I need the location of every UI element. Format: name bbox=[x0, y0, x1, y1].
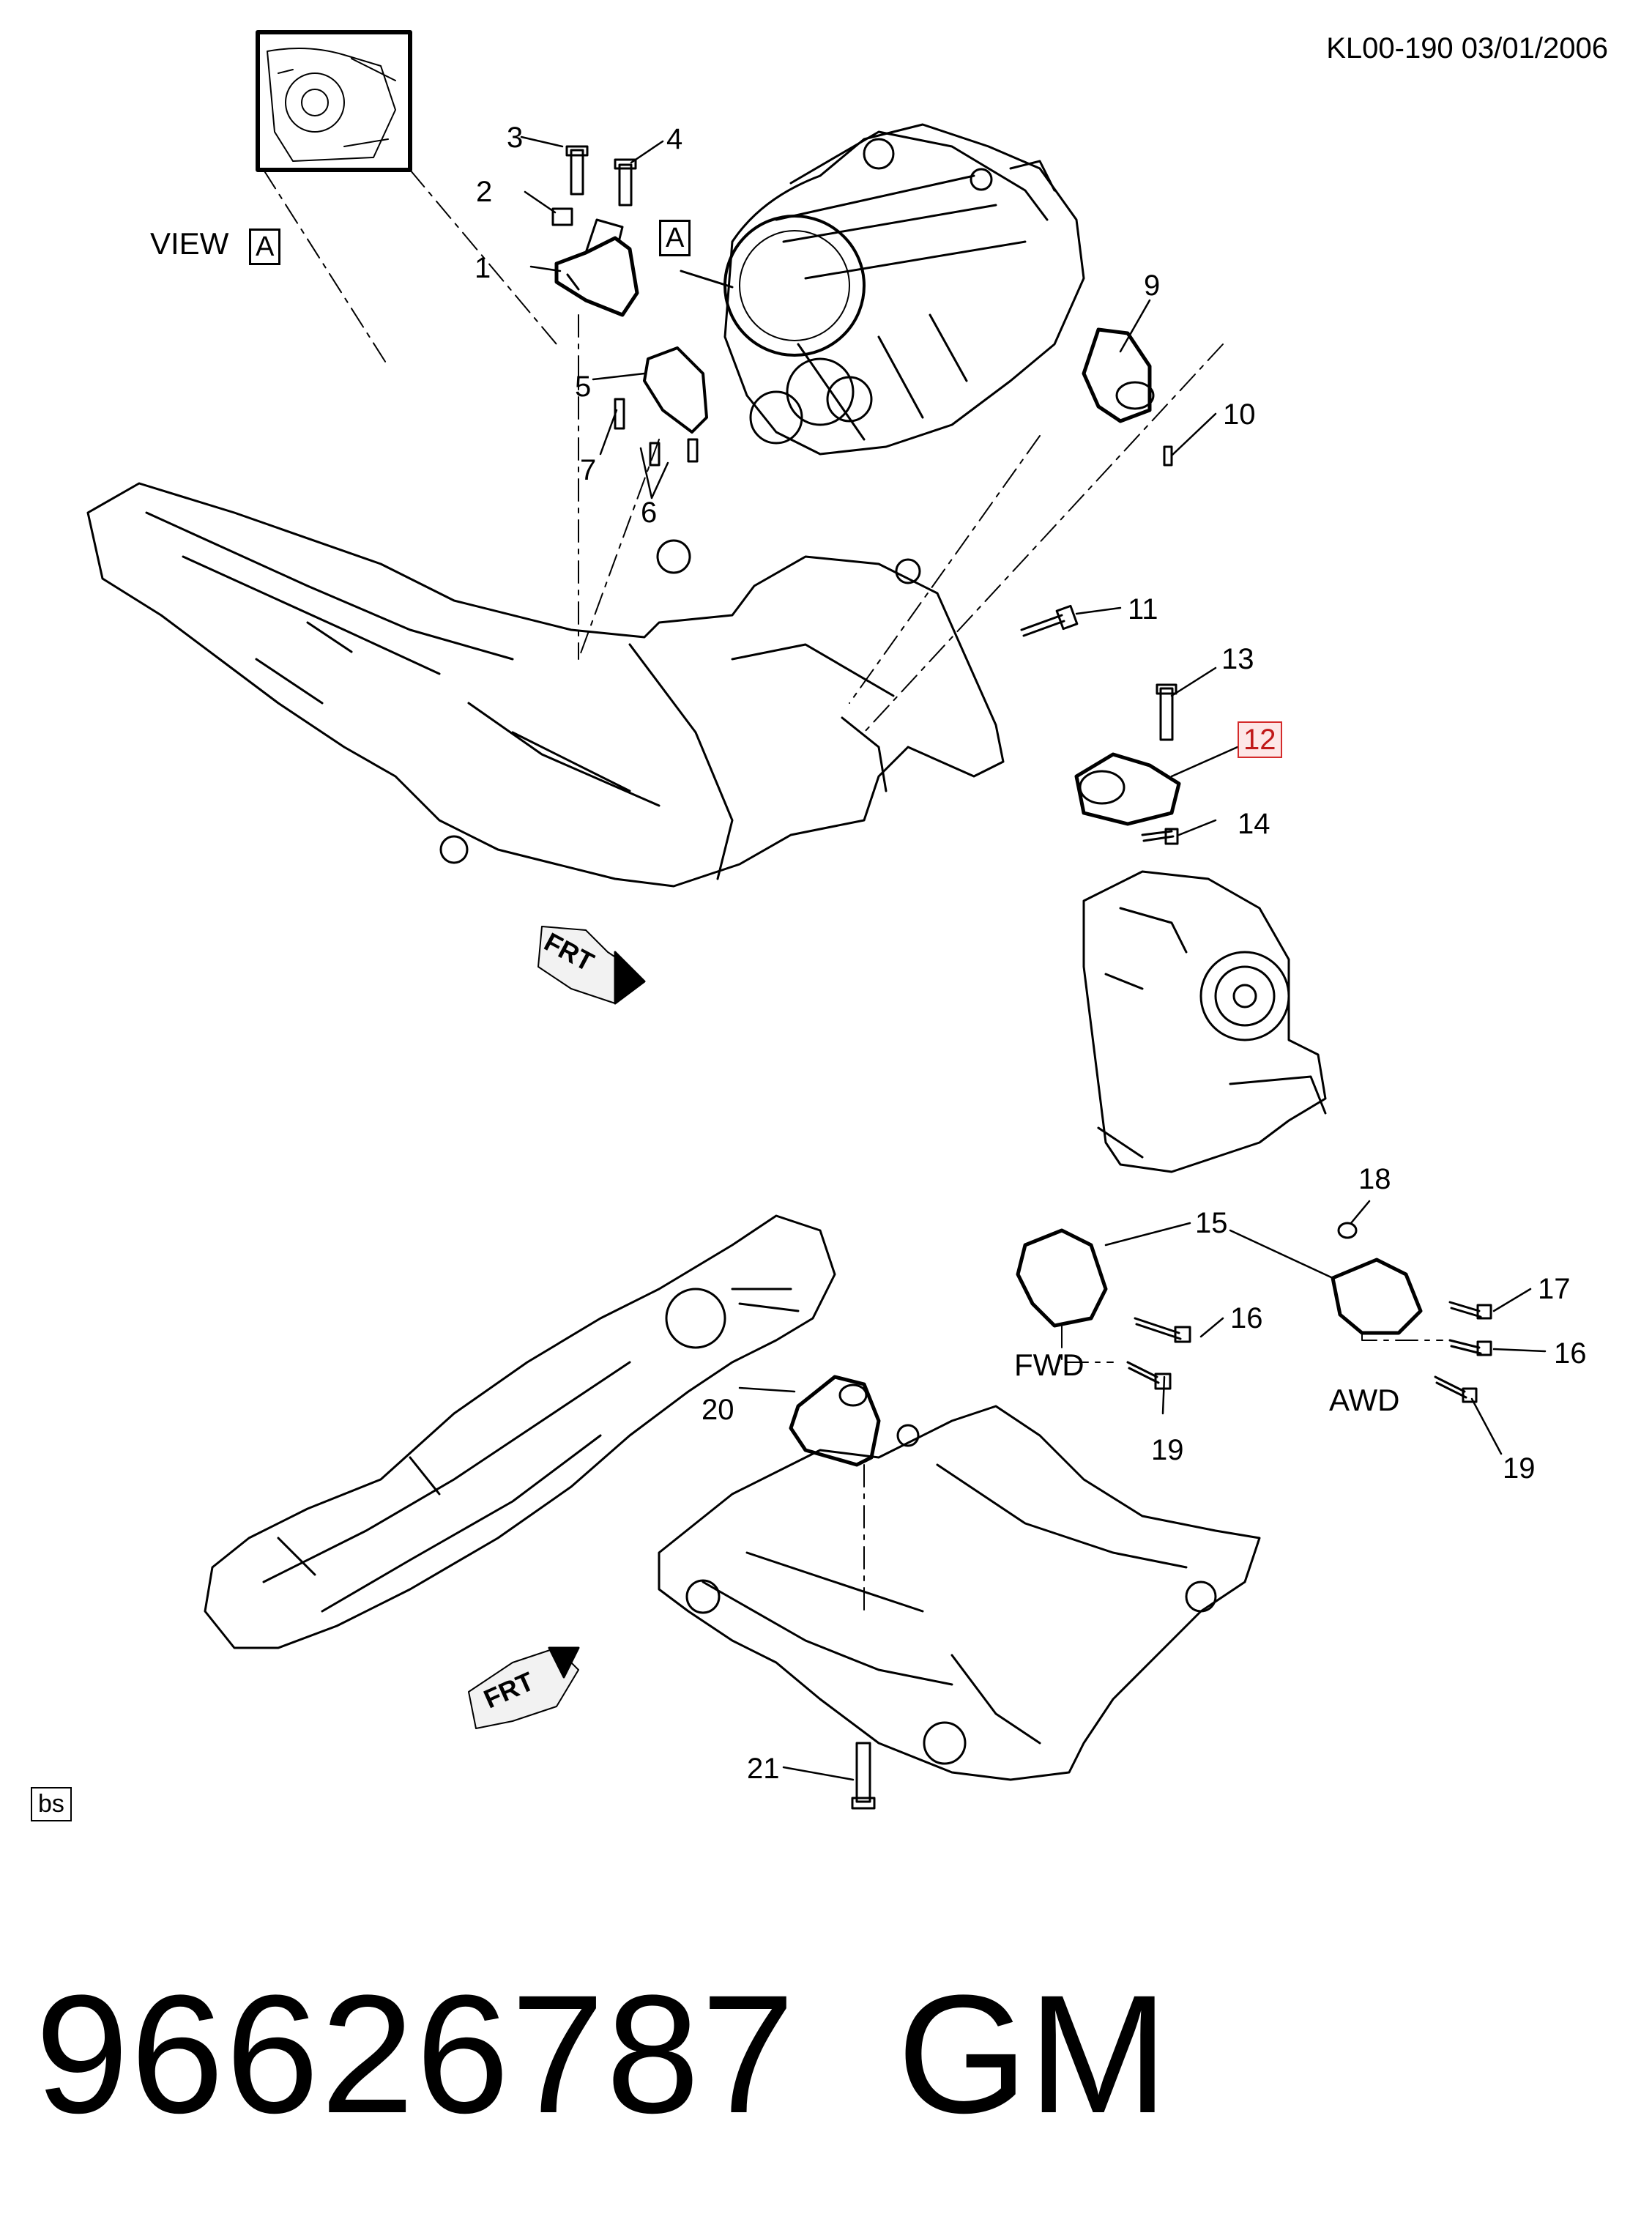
view-a-inset bbox=[256, 30, 412, 172]
bolt-11 bbox=[1020, 604, 1079, 637]
lower-subframe bbox=[658, 1405, 1261, 1781]
callout-20: 20 bbox=[702, 1394, 734, 1426]
callout-7: 7 bbox=[580, 454, 597, 486]
mount-1-bracket bbox=[551, 145, 639, 317]
callout-18: 18 bbox=[1358, 1163, 1391, 1195]
engine-ref-box: A bbox=[659, 220, 691, 256]
awd-label: AWD bbox=[1329, 1383, 1400, 1417]
lower-frame bbox=[204, 1214, 836, 1649]
view-a-ref-box: A bbox=[249, 229, 281, 265]
upper-frame bbox=[86, 482, 1005, 888]
document-id: KL00-190 03/01/2006 bbox=[1326, 32, 1608, 64]
frt-arrow-top bbox=[537, 926, 646, 1005]
mount-9-right-side bbox=[1082, 327, 1173, 467]
callout-3: 3 bbox=[507, 122, 524, 154]
callout-21: 21 bbox=[747, 1753, 780, 1785]
mount-15-fwd bbox=[1016, 1228, 1191, 1390]
callout-2: 2 bbox=[476, 176, 493, 208]
brand-name: GM bbox=[897, 1960, 1169, 2148]
callout-17: 17 bbox=[1538, 1273, 1571, 1305]
view-a-text: VIEW bbox=[150, 226, 229, 261]
callout-15: 15 bbox=[1195, 1207, 1228, 1239]
callout-4: 4 bbox=[666, 123, 683, 155]
callout-11: 11 bbox=[1128, 593, 1158, 625]
callout-12-highlighted[interactable]: 12 bbox=[1238, 721, 1282, 758]
callout-16-fwd: 16 bbox=[1230, 1302, 1263, 1334]
mount-20-front bbox=[789, 1375, 881, 1612]
callout-13: 13 bbox=[1221, 643, 1254, 675]
callout-19-fwd: 19 bbox=[1151, 1434, 1184, 1466]
callout-16-awd: 16 bbox=[1554, 1337, 1587, 1370]
bolt-21 bbox=[851, 1742, 876, 1810]
callout-19-awd: 19 bbox=[1503, 1452, 1536, 1485]
callout-5: 5 bbox=[575, 371, 592, 403]
bs-tag: bs bbox=[31, 1787, 72, 1821]
mount-15-awd bbox=[1331, 1222, 1492, 1403]
engine-assembly bbox=[723, 123, 1085, 456]
part-number: 96626787 bbox=[35, 1960, 797, 2148]
leader-lines bbox=[520, 135, 1547, 1781]
frt-arrow-bottom bbox=[468, 1646, 580, 1729]
callout-9: 9 bbox=[1144, 270, 1161, 302]
mount-12-transmission bbox=[1074, 683, 1181, 845]
callout-1: 1 bbox=[475, 252, 491, 284]
fwd-label: FWD bbox=[1014, 1348, 1084, 1382]
callout-14: 14 bbox=[1238, 808, 1270, 840]
callout-10: 10 bbox=[1223, 398, 1256, 431]
callout-6: 6 bbox=[641, 497, 658, 529]
view-a-label: VIEW bbox=[150, 229, 228, 259]
transmission-assembly bbox=[1082, 870, 1327, 1173]
mount-5-bracket bbox=[614, 346, 708, 467]
